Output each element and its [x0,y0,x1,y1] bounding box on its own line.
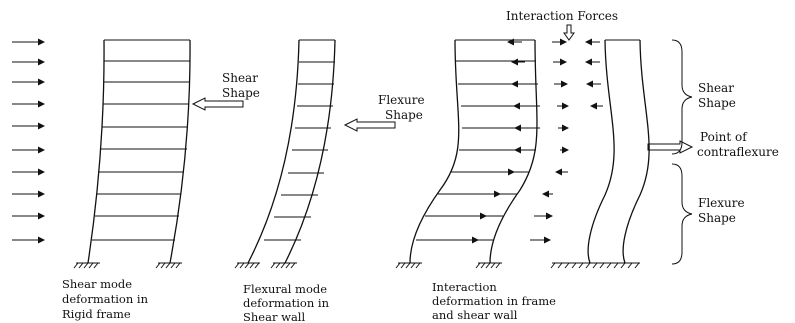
caption-interaction-line3: and shear wall [432,308,518,322]
interaction-frame [395,39,650,269]
caption-rigid-frame: Shear mode deformation in Rigid frame [62,277,149,321]
caption-interaction-line2: deformation in frame [432,294,556,308]
caption-shear-wall-line2: deformation in [243,296,330,310]
caption-shear-wall: Flexural mode deformation in Shear wall [243,282,330,323]
caption-rigid-frame-line2: deformation in [62,292,149,306]
caption-rigid-frame-line1: Shear mode [62,277,132,291]
shear-shape-label-1-line1: Shear [222,71,258,85]
lateral-load-arrows [12,38,45,244]
rigid-frame [73,39,191,269]
interaction-forces-label: Interaction Forces [506,9,618,23]
interaction-forces-arrow [563,24,575,41]
contraflexure-arrow [647,140,694,154]
caption-interaction-line1: Interaction [432,280,497,294]
flexure-shape-label-2-line2: Shape [698,211,736,225]
caption-interaction: Interaction deformation in frame and she… [432,280,556,322]
shear-shape-brace [671,39,693,155]
hollow-arrow-shear-1 [191,97,244,111]
shear-wall [234,39,336,269]
hollow-arrow-flexure-1 [343,118,396,132]
caption-shear-wall-line3: Shear wall [243,310,305,323]
flexure-shape-label-1-line2: Shape [385,108,423,122]
contraflexure-label-line2: contraflexure [697,145,779,159]
flexure-shape-label-1-line1: Flexure [378,93,425,107]
shear-shape-label-2-line2: Shape [698,96,736,110]
shear-shape-label-1-line2: Shape [222,86,260,100]
caption-shear-wall-line1: Flexural mode [243,282,327,296]
shear-shape-label-2-line1: Shear [698,81,734,95]
contraflexure-label-line1: Point of [700,130,748,144]
caption-rigid-frame-line3: Rigid frame [62,307,131,321]
flexure-shape-brace [671,163,693,265]
interaction-force-arrows [458,38,603,244]
flexure-shape-label-2-line1: Flexure [698,196,745,210]
